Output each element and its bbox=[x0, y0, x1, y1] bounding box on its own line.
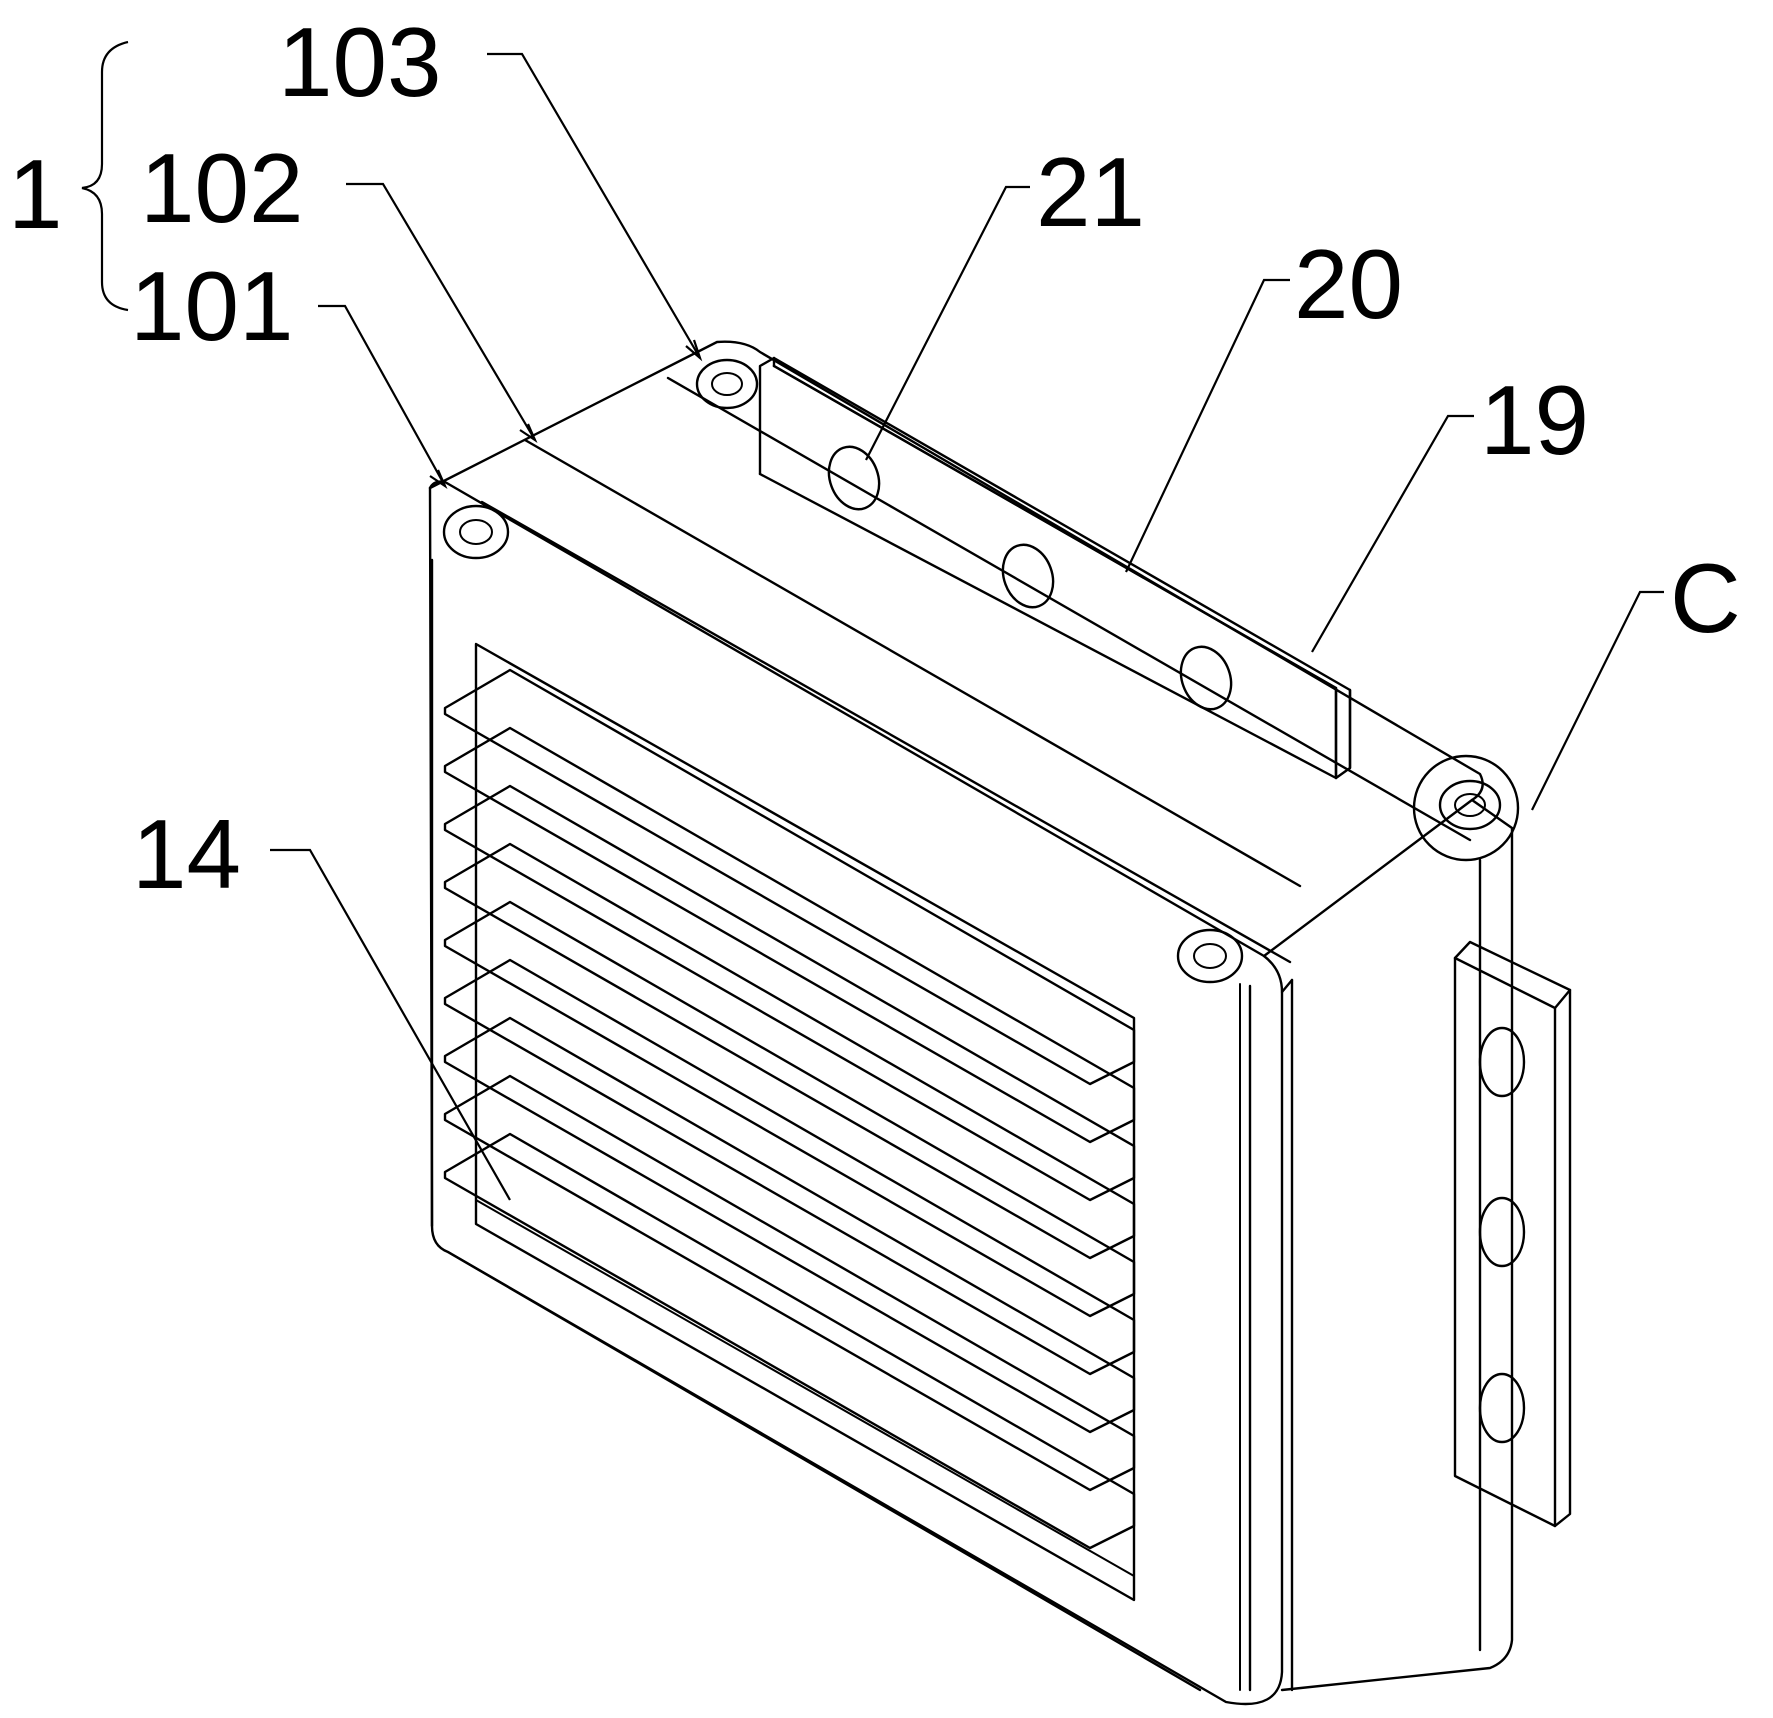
louver-slats bbox=[443, 668, 1136, 1550]
louver-slat bbox=[443, 900, 1136, 1318]
label-14: 14 bbox=[132, 799, 241, 909]
louver-slat bbox=[443, 958, 1136, 1376]
leader-21 bbox=[865, 185, 1030, 461]
label-101: 101 bbox=[130, 251, 294, 361]
mounting-hole bbox=[1478, 1026, 1526, 1098]
louver-opening bbox=[474, 642, 1136, 1602]
side-mounting-bracket bbox=[1453, 940, 1572, 1528]
mounting-hole bbox=[1478, 1196, 1526, 1268]
top-face bbox=[428, 340, 1484, 958]
louver-slat bbox=[443, 1132, 1136, 1550]
front-frame bbox=[428, 480, 1284, 1706]
label-21: 21 bbox=[1036, 137, 1145, 247]
leader-102 bbox=[346, 182, 536, 441]
corner-screws bbox=[442, 358, 1520, 984]
louver-slat bbox=[443, 668, 1136, 1086]
leader-14 bbox=[270, 848, 511, 1201]
housing-body bbox=[428, 340, 1514, 1706]
mounting-hole bbox=[827, 445, 881, 511]
screw-front-left bbox=[442, 504, 510, 560]
louver-grille bbox=[443, 642, 1136, 1602]
label-group-1: 1 bbox=[8, 139, 63, 249]
leader-19 bbox=[1311, 414, 1474, 653]
label-c: C bbox=[1670, 543, 1741, 653]
mounting-hole bbox=[1179, 645, 1233, 711]
screw-rear-left bbox=[695, 358, 759, 410]
mounting-hole bbox=[1001, 543, 1055, 609]
side-bracket-plate bbox=[1453, 940, 1572, 1528]
screw-front-right bbox=[1176, 928, 1244, 984]
louver-slat bbox=[443, 842, 1136, 1260]
screw-rear-right bbox=[1438, 779, 1502, 831]
side-bracket-holes bbox=[1478, 1026, 1526, 1444]
leader-20 bbox=[1125, 278, 1290, 573]
louver-slat bbox=[443, 726, 1136, 1144]
side-face bbox=[1280, 798, 1514, 1692]
bracket-flange bbox=[772, 364, 1352, 780]
label-20: 20 bbox=[1294, 229, 1403, 339]
louver-slat bbox=[443, 784, 1136, 1202]
callout-labels: 1 103 102 101 21 20 19 C 14 bbox=[8, 7, 1741, 909]
mounting-hole bbox=[1478, 1372, 1526, 1444]
louver-slat bbox=[443, 1016, 1136, 1434]
louver-slat bbox=[443, 1074, 1136, 1492]
bracket-holes bbox=[827, 445, 1233, 711]
label-103: 103 bbox=[278, 7, 442, 117]
leader-103 bbox=[487, 52, 701, 359]
group-brace bbox=[81, 40, 129, 312]
leader-lines bbox=[81, 40, 1664, 1201]
leader-101 bbox=[318, 304, 446, 487]
label-19: 19 bbox=[1480, 365, 1589, 475]
top-mounting-bracket bbox=[758, 356, 1352, 780]
detail-c-circle bbox=[1412, 754, 1520, 862]
leader-c bbox=[1531, 590, 1664, 811]
label-102: 102 bbox=[140, 133, 304, 243]
